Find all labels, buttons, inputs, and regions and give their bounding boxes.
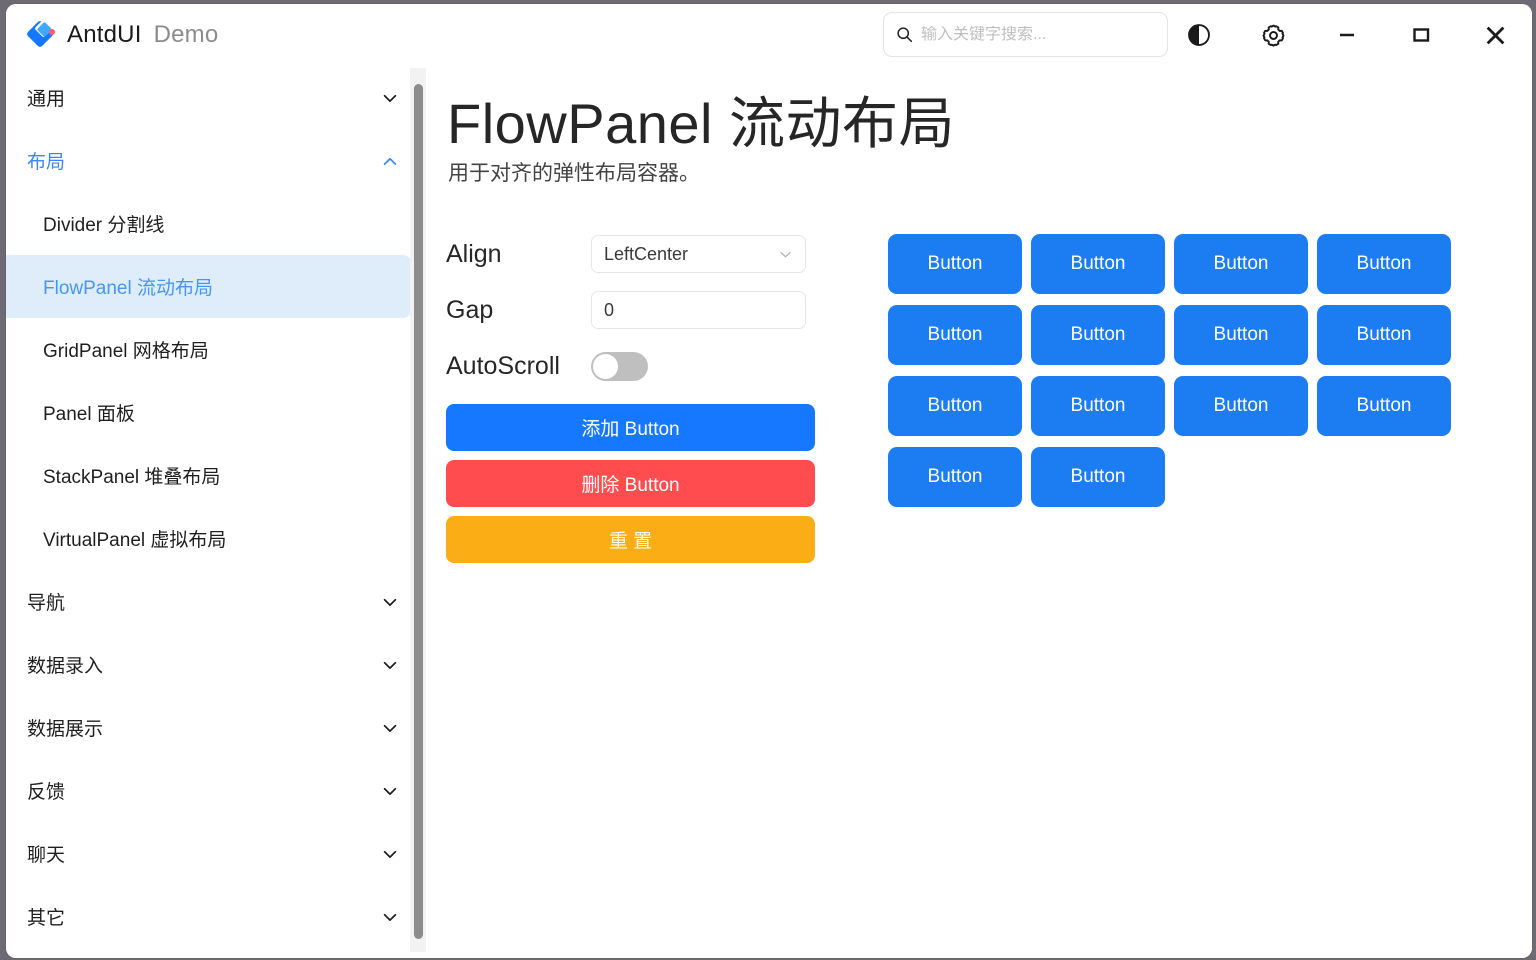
maximize-icon — [1413, 28, 1430, 42]
sidebar-item-4[interactable]: StackPanel 堆叠布局 — [43, 467, 221, 488]
sidebar-group-7[interactable]: 其它 — [6, 885, 424, 948]
align-row: Align LeftCenter — [446, 226, 816, 282]
chevron-down-icon — [383, 598, 397, 606]
flow-button[interactable]: Button — [888, 376, 1022, 436]
sidebar-group-3[interactable]: 数据录入 — [6, 633, 424, 696]
sidebar-group-4[interactable]: 数据展示 — [6, 696, 424, 759]
chevron-up-icon — [383, 157, 397, 165]
flow-button[interactable]: Button — [1174, 234, 1308, 294]
autoscroll-row: AutoScroll — [446, 338, 816, 394]
flow-button[interactable]: Button — [1031, 234, 1165, 294]
flow-button[interactable]: Button — [1174, 376, 1308, 436]
gear-icon — [1262, 24, 1284, 47]
flow-button[interactable]: Button — [1174, 305, 1308, 365]
sidebar-group-5[interactable]: 反馈 — [6, 759, 424, 822]
flow-button[interactable]: Button — [1317, 305, 1451, 365]
antdui-logo-icon — [25, 19, 55, 49]
sidebar-group-label: 数据录入 — [27, 656, 104, 677]
chevron-down-icon — [383, 850, 397, 858]
sidebar-group-2[interactable]: 导航 — [6, 570, 424, 633]
gap-input[interactable] — [604, 299, 793, 321]
chevron-down-icon — [780, 251, 791, 257]
main-content: FlowPanel 流动布局 用于对齐的弹性布局容器。 Align LeftCe… — [426, 66, 1532, 958]
flow-button[interactable]: Button — [888, 234, 1022, 294]
flow-button[interactable]: Button — [888, 305, 1022, 365]
settings-button[interactable] — [1236, 4, 1310, 66]
page-description: 用于对齐的弹性布局容器。 — [448, 162, 700, 185]
half-circle-icon — [1188, 24, 1210, 46]
sidebar-group-label: 数据展示 — [27, 719, 104, 740]
align-select[interactable]: LeftCenter — [591, 235, 806, 273]
app-name-suffix: Demo — [153, 21, 219, 48]
close-icon — [1486, 26, 1504, 44]
toggle-knob — [593, 353, 618, 379]
sidebar-item-3[interactable]: Panel 面板 — [43, 404, 135, 425]
close-button[interactable] — [1458, 4, 1532, 66]
align-select-value: LeftCenter — [604, 243, 689, 264]
minimize-button[interactable] — [1310, 4, 1384, 66]
sidebar-item-5[interactable]: VirtualPanel 虚拟布局 — [43, 530, 227, 551]
search-box[interactable] — [883, 12, 1168, 57]
action-button-2[interactable]: 重 置 — [446, 516, 815, 563]
sidebar-item-2[interactable]: GridPanel 网格布局 — [43, 341, 209, 362]
controls-panel: Align LeftCenter Gap AutoScroll — [446, 226, 816, 572]
sidebar-group-label: 通用 — [27, 89, 66, 110]
minimize-icon — [1340, 33, 1354, 37]
sidebar: 通用布局 Divider 分割线 FlowPanel 流动布局 GridPanel 网… — [6, 66, 424, 958]
sidebar-group-label: 反馈 — [27, 782, 66, 803]
flow-button[interactable]: Button — [1317, 234, 1451, 294]
sidebar-group-0[interactable]: 通用 — [6, 66, 424, 129]
maximize-button[interactable] — [1384, 4, 1458, 66]
search-input[interactable] — [921, 25, 1155, 44]
chevron-down-icon — [383, 913, 397, 921]
autoscroll-label: AutoScroll — [446, 351, 560, 380]
autoscroll-toggle[interactable] — [591, 351, 648, 381]
action-button-0[interactable]: 添加 Button — [446, 404, 815, 451]
flow-button[interactable]: Button — [1031, 376, 1165, 436]
chevron-down-icon — [383, 661, 397, 669]
window-controls — [1162, 4, 1532, 66]
app-window: AntdUI Demo — [6, 4, 1532, 958]
sidebar-scrollbar-thumb[interactable] — [414, 84, 423, 939]
page-title: FlowPanel 流动布局 — [447, 92, 956, 155]
chevron-down-icon — [383, 94, 397, 102]
sidebar-group-6[interactable]: 聊天 — [6, 822, 424, 885]
sidebar-group-label: 其它 — [27, 908, 66, 929]
sidebar-group-label: 导航 — [27, 593, 66, 614]
app-name: AntdUI — [67, 21, 142, 48]
flow-button[interactable]: Button — [1031, 305, 1165, 365]
title-bar: AntdUI Demo — [6, 4, 1532, 66]
action-button-1[interactable]: 删除 Button — [446, 460, 815, 507]
chevron-down-icon — [383, 724, 397, 732]
gap-input-wrapper[interactable] — [591, 291, 806, 329]
flow-button[interactable]: Button — [1031, 447, 1165, 507]
align-label: Align — [446, 239, 502, 268]
sidebar-group-1[interactable]: 布局 — [6, 129, 424, 192]
flow-button[interactable]: Button — [888, 447, 1022, 507]
sidebar-item-1[interactable]: FlowPanel 流动布局 — [6, 255, 411, 318]
gap-label: Gap — [446, 295, 494, 324]
sidebar-group-label: 布局 — [27, 152, 66, 173]
sidebar-group-label: 聊天 — [27, 845, 66, 866]
brand: AntdUI Demo — [6, 19, 219, 49]
theme-toggle-button[interactable] — [1162, 4, 1236, 66]
search-icon — [897, 27, 913, 43]
flow-button[interactable]: Button — [1317, 376, 1451, 436]
chevron-down-icon — [383, 787, 397, 795]
gap-row: Gap — [446, 282, 816, 338]
sidebar-item-0[interactable]: Divider 分割线 — [43, 215, 165, 236]
